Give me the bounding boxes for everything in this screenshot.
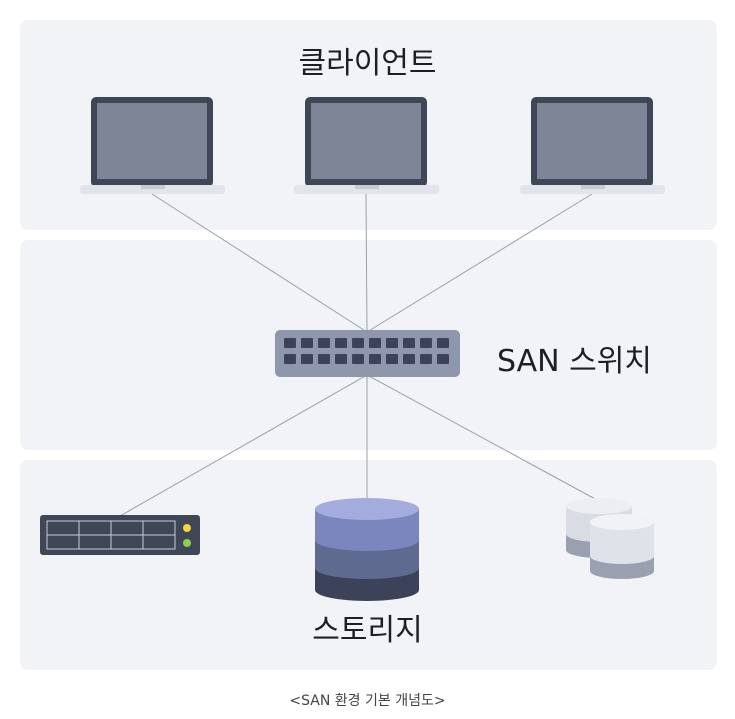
- laptop-icon: [520, 97, 665, 194]
- switch-label: SAN 스위치: [497, 344, 652, 379]
- switch-port: [284, 354, 296, 364]
- switch-port: [437, 338, 449, 348]
- connection-line: [366, 193, 593, 333]
- switch-port: [318, 354, 330, 364]
- clients-label: 클라이언트: [298, 46, 437, 81]
- connection-line: [365, 193, 368, 333]
- disk-stack-icon: [566, 498, 654, 579]
- laptop-icon: [80, 97, 225, 194]
- switch-port: [386, 354, 398, 364]
- switch-port: [335, 338, 347, 348]
- switch-port: [420, 354, 432, 364]
- switch-port: [352, 354, 364, 364]
- connection-line: [151, 193, 368, 333]
- switch-port: [403, 354, 415, 364]
- switch-port: [301, 354, 313, 364]
- switch-port: [301, 338, 313, 348]
- switch-port: [335, 354, 347, 364]
- switch-port: [403, 338, 415, 348]
- switch-port: [420, 338, 432, 348]
- switch-port: [318, 338, 330, 348]
- switch-port: [369, 354, 381, 364]
- diagram-caption: <SAN 환경 기본 개념도>: [289, 693, 446, 709]
- connection-line: [366, 374, 598, 501]
- switch-port: [386, 338, 398, 348]
- rack-server-icon: [40, 515, 200, 555]
- switch-port: [437, 354, 449, 364]
- connection-line: [119, 374, 368, 517]
- san-switch-icon: [275, 330, 460, 377]
- database-icon: [315, 498, 419, 601]
- storage-label: 스토리지: [312, 613, 423, 648]
- switch-port: [284, 338, 296, 348]
- switch-port: [369, 338, 381, 348]
- switch-port: [352, 338, 364, 348]
- connection-lines: [119, 193, 598, 517]
- laptop-icon: [294, 97, 439, 194]
